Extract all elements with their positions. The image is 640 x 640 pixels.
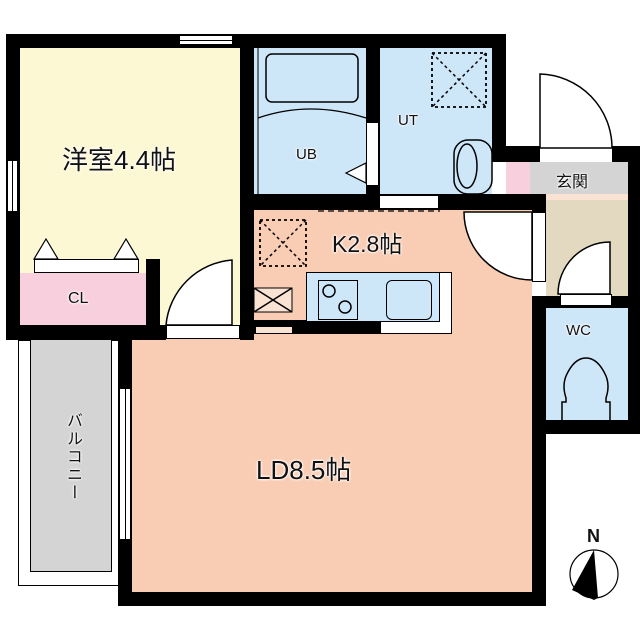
door-swing-western <box>165 259 233 326</box>
sink[interactable] <box>386 280 432 320</box>
burner-2 <box>338 300 352 314</box>
wall-top <box>6 34 504 48</box>
compass-icon <box>569 549 619 600</box>
closet-door-right <box>112 237 140 260</box>
balcony-label: バルコニー <box>64 412 81 502</box>
door-swing-wc <box>557 241 611 295</box>
bathtub <box>265 53 359 103</box>
wall-kitchen-left <box>240 194 254 334</box>
window-top[interactable] <box>180 35 232 45</box>
compass-label: N <box>587 526 600 546</box>
shoe-box <box>506 162 530 194</box>
tub-edge <box>257 108 367 119</box>
door-swing-entrance <box>539 73 613 149</box>
wall-ut-right <box>492 34 506 148</box>
fridge-space <box>259 219 307 267</box>
entrance-label: 玄関 <box>556 174 589 191</box>
toilet-label: WC <box>566 322 591 339</box>
door-swing-ld <box>463 211 533 281</box>
wall-ld-right <box>532 296 546 606</box>
utility-room <box>380 48 492 194</box>
ub-door-fold <box>344 162 367 184</box>
balcony <box>30 340 112 572</box>
unit-bath-label: UB <box>296 146 317 163</box>
entrance <box>530 162 628 194</box>
door-opening-entrance[interactable] <box>540 148 612 162</box>
wall-entrance-top <box>492 146 542 162</box>
kitchen-label: K2.8帖 <box>332 231 403 257</box>
wall-closet-right <box>146 259 160 339</box>
window-left[interactable] <box>7 160 18 212</box>
window-ld-balcony[interactable] <box>119 388 131 540</box>
western-room-label: 洋室4.4帖 <box>62 145 177 175</box>
toilet-bowl <box>561 357 611 420</box>
kitchen-vent-window <box>256 326 292 334</box>
wall-wc-bottom <box>532 420 640 434</box>
door-opening-ub[interactable] <box>366 122 379 186</box>
living-dining-label: LD8.5帖 <box>256 455 352 485</box>
unit-bath <box>254 48 366 194</box>
closet <box>20 273 146 325</box>
utility-label: UT <box>398 112 418 129</box>
wall-right <box>628 146 640 434</box>
closet-label: CL <box>68 290 89 307</box>
closet-door-strip <box>34 259 139 273</box>
washer-space <box>431 52 487 108</box>
wash-basin <box>453 139 493 195</box>
toilet <box>546 308 628 420</box>
closet-door-left <box>32 237 60 260</box>
door-opening-ut[interactable] <box>380 196 438 208</box>
hallway-strip <box>546 194 628 200</box>
burner-1 <box>322 284 336 298</box>
stove[interactable] <box>318 280 358 320</box>
living-dining <box>132 334 532 592</box>
wall-ld-bottom <box>118 592 546 606</box>
